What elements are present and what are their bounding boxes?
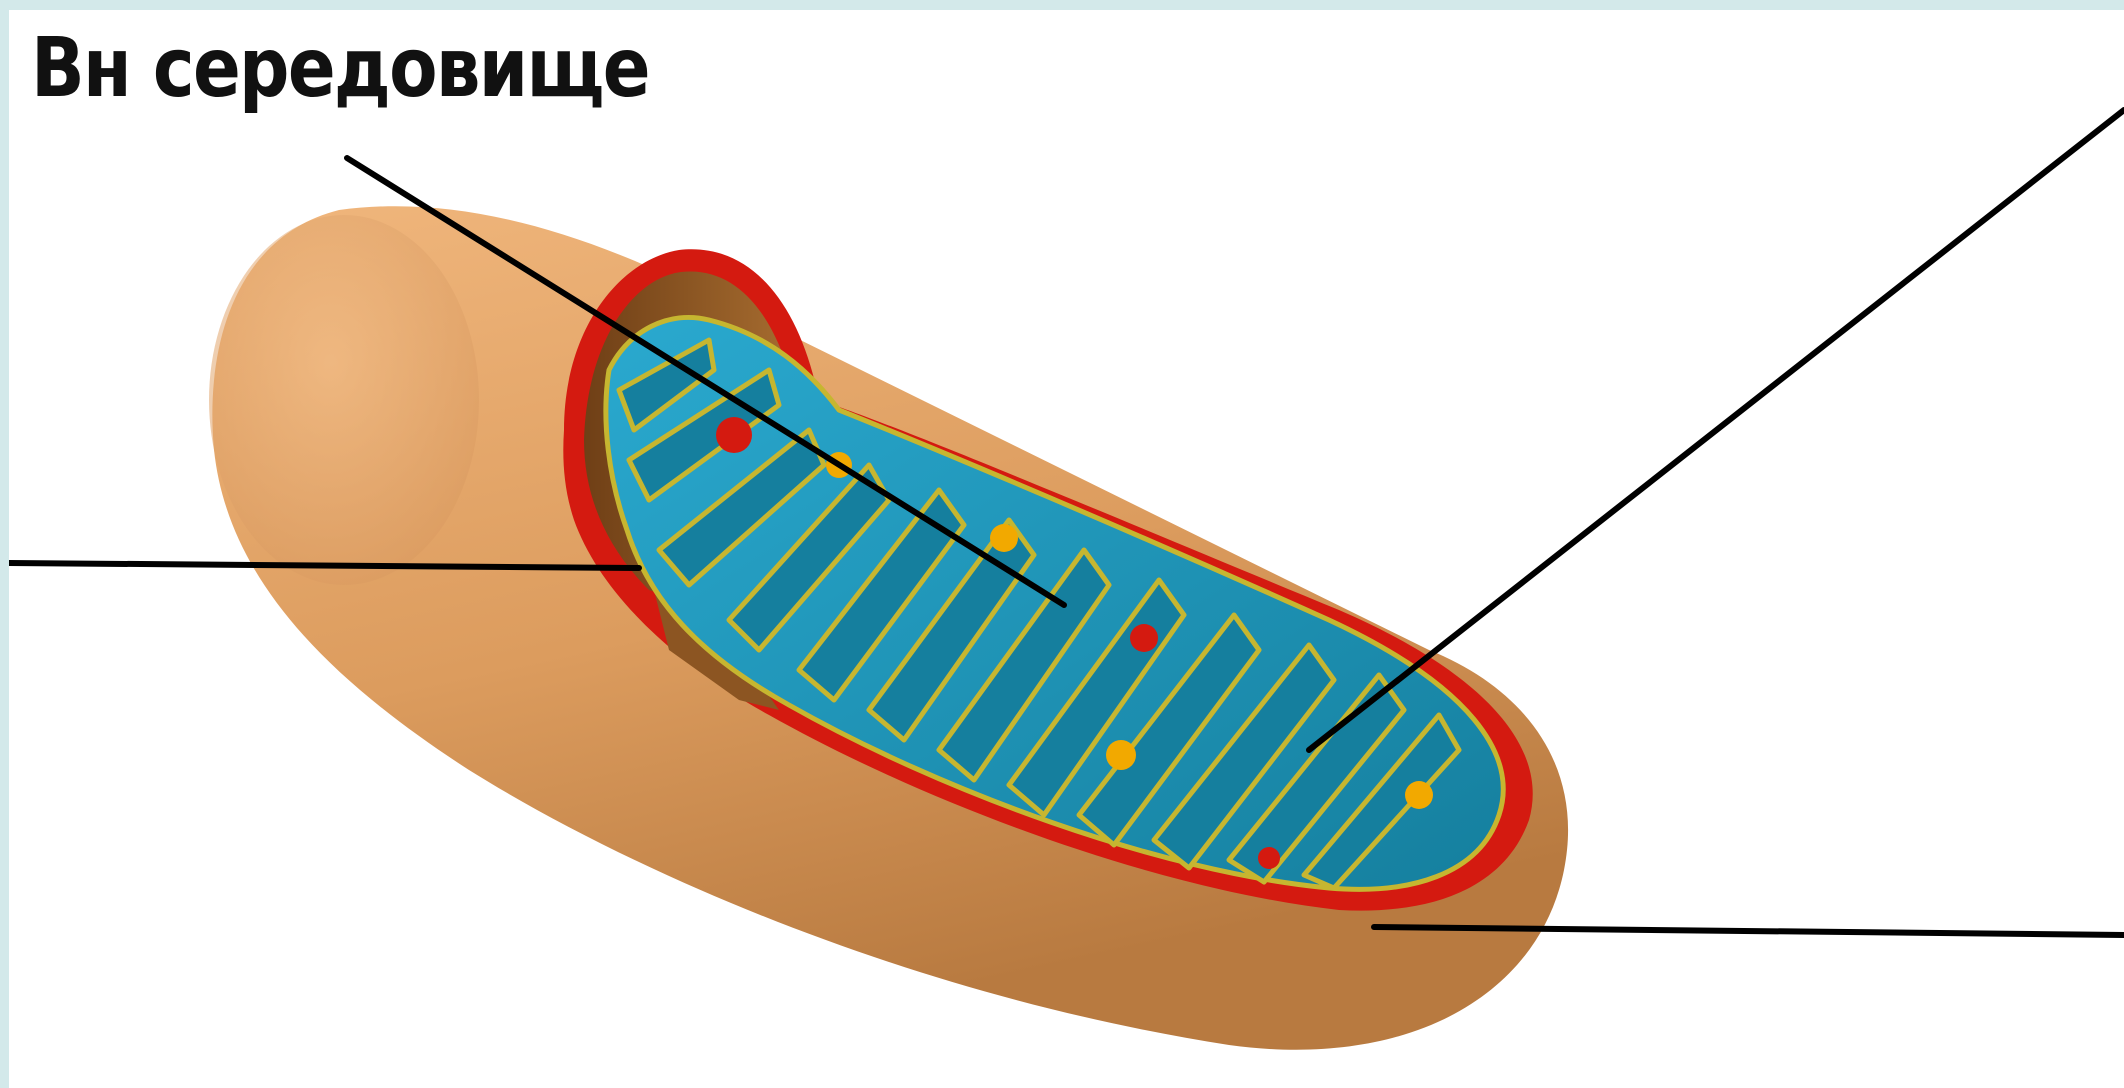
outer-membrane-cap <box>209 215 479 585</box>
granule-red <box>716 417 752 453</box>
granule-orange <box>990 524 1018 552</box>
label-internal-environment: Вн середовище <box>31 28 649 110</box>
diagram-canvas: Вн середовище <box>9 10 2124 1088</box>
granule-red <box>1258 847 1280 869</box>
mitochondrion-diagram <box>9 10 2124 1088</box>
granule-red <box>1130 624 1158 652</box>
leader-line-crista <box>1309 110 2124 750</box>
granule-orange <box>1106 740 1136 770</box>
granule-orange <box>1405 781 1433 809</box>
